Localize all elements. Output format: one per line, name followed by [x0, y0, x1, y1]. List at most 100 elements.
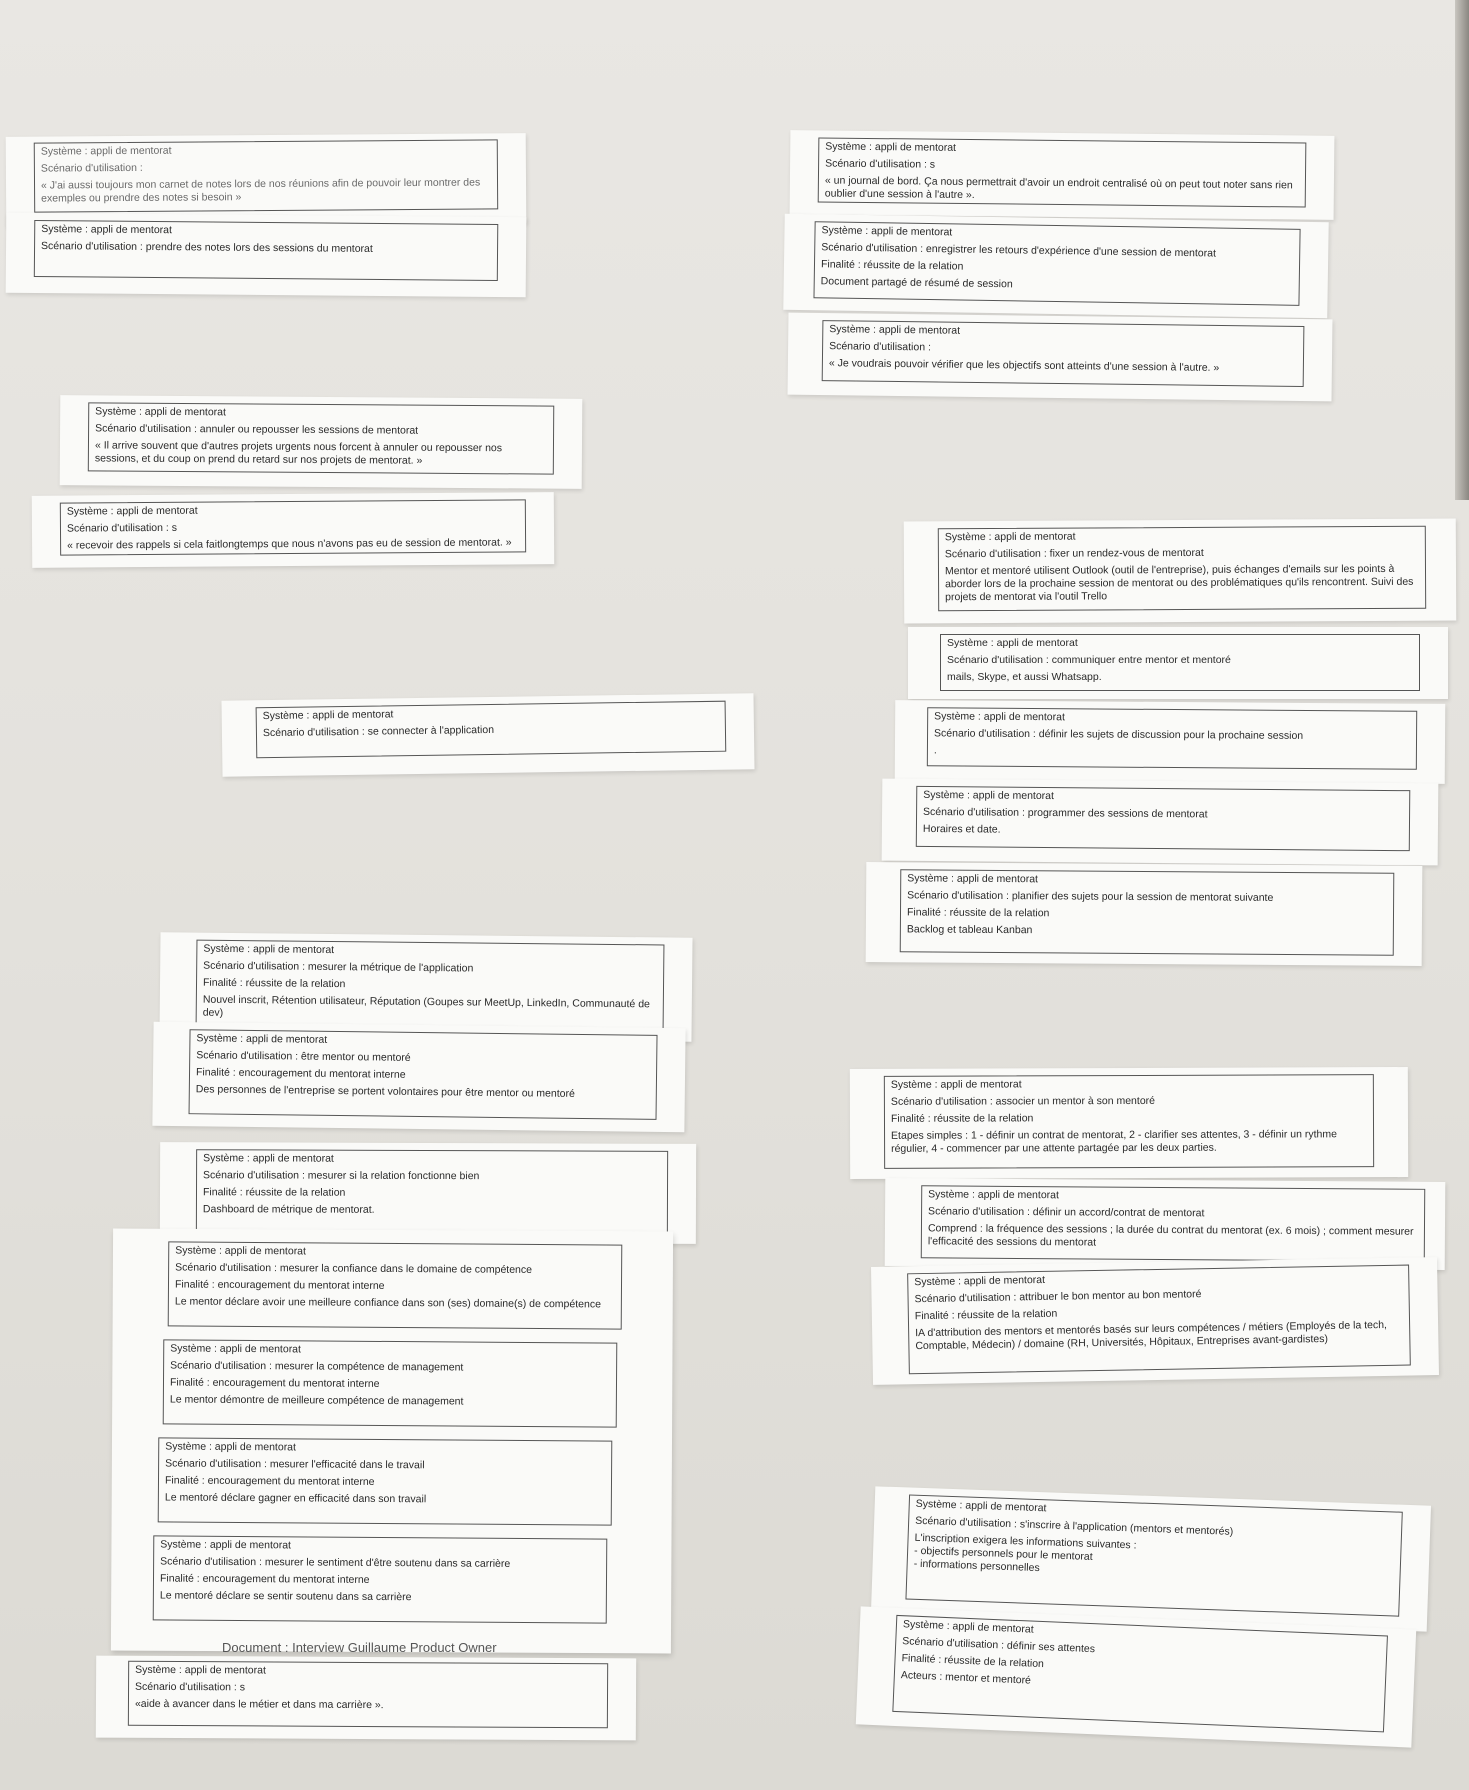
card-detail: Le mentor déclare avoir une meilleure co…: [174, 1295, 601, 1311]
card-scenario: Scénario d'utilisation : définir un acco…: [928, 1205, 1205, 1220]
card-detail: Backlog et tableau Kanban: [906, 923, 1033, 937]
card-efficiency[interactable]: Système : appli de mentorat Scénario d'u…: [129, 1430, 641, 1532]
card-system: Système : appli de mentorat: [40, 144, 172, 158]
card-detail: Finalité : encouragement du mentorat int…: [159, 1572, 370, 1586]
card-system: Système : appli de mentorat: [41, 223, 172, 237]
card-feedback[interactable]: Système : appli de mentorat Scénario d'u…: [783, 213, 1329, 319]
card-scenario: Scénario d'utilisation : s: [825, 157, 936, 171]
card-system: Système : appli de mentorat: [890, 1078, 1022, 1091]
card-detail: « Je voudrais pouvoir vérifier que les o…: [828, 357, 1220, 374]
card-detail: Mentor et mentoré utilisent Outlook (out…: [944, 562, 1414, 604]
card-detail: Document partagé de résumé de session: [820, 275, 1013, 291]
card-login[interactable]: Système : appli de mentorat Scénario d'u…: [221, 693, 755, 777]
card-system: Système : appli de mentorat: [934, 710, 1065, 724]
card-expectations[interactable]: Système : appli de mentorat Scénario d'u…: [855, 1606, 1417, 1748]
card-scenario: Scénario d'utilisation : être mentor ou …: [196, 1049, 411, 1064]
card-scenario: Scénario d'utilisation : fixer un rendez…: [944, 546, 1204, 561]
card-detail: mails, Skype, et aussi Whatsapp.: [947, 671, 1102, 683]
card-be-mentor[interactable]: Système : appli de mentorat Scénario d'u…: [152, 1021, 686, 1133]
card-discussion-topics[interactable]: Système : appli de mentorat Scénario d'u…: [894, 700, 1446, 784]
card-detail: Finalité : réussite de la relation: [202, 1186, 346, 1199]
card-career-support[interactable]: Système : appli de mentorat Scénario d'u…: [124, 1528, 636, 1632]
card-take-notes[interactable]: Système : appli de mentorat Scénario d'u…: [5, 212, 527, 298]
card-appointment[interactable]: Système : appli de mentorat Scénario d'u…: [903, 518, 1457, 624]
card-detail: Horaires et date.: [922, 822, 1001, 836]
card-system: Système : appli de mentorat: [928, 1188, 1059, 1202]
card-scenario: Scénario d'utilisation : mesurer l'effic…: [165, 1457, 425, 1472]
card-scenario: Scénario d'utilisation :: [829, 340, 931, 354]
card-scenario: Scénario d'utilisation : communiquer ent…: [947, 654, 1231, 666]
card-scenario: Scénario d'utilisation : mesurer si la r…: [203, 1169, 480, 1183]
card-career-quote[interactable]: Système : appli de mentorat Scénario d'u…: [95, 1655, 637, 1741]
card-detail: « recevoir des rappels si cela faitlongt…: [67, 536, 512, 552]
card-detail: .: [933, 744, 937, 757]
card-communicate[interactable]: Système : appli de mentorat Scénario d'u…: [908, 627, 1448, 699]
card-reminders[interactable]: Système : appli de mentorat Scénario d'u…: [31, 492, 555, 568]
card-scenario: Scénario d'utilisation :: [40, 161, 143, 175]
card-scenario: Scénario d'utilisation : mesurer la métr…: [203, 959, 474, 975]
card-detail: Finalité : encouragement du mentorat int…: [164, 1474, 375, 1488]
card-system: Système : appli de mentorat: [262, 708, 394, 723]
card-detail: Finalité : réussite de la relation: [202, 976, 346, 991]
card-system: Système : appli de mentorat: [829, 323, 961, 337]
card-system: Système : appli de mentorat: [825, 140, 957, 154]
card-logbook[interactable]: Système : appli de mentorat Scénario d'u…: [789, 130, 1335, 220]
card-system: Système : appli de mentorat: [203, 1152, 334, 1165]
card-contract[interactable]: Système : appli de mentorat Scénario d'u…: [884, 1178, 1446, 1270]
card-detail: Nouvel inscrit, Rétention utilisateur, R…: [202, 993, 650, 1019]
card-scenario: Scénario d'utilisation : planifier des s…: [907, 889, 1274, 904]
card-scenario: Scénario d'utilisation : mesurer le sent…: [160, 1555, 511, 1570]
card-scenario: Scénario d'utilisation : mesurer la conf…: [175, 1261, 533, 1276]
card-scenario: Scénario d'utilisation : s: [66, 521, 178, 535]
card-system: Système : appli de mentorat: [907, 872, 1039, 886]
card-detail: Finalité : encouragement du mentorat int…: [195, 1066, 406, 1081]
card-match-mentor[interactable]: Système : appli de mentorat Scénario d'u…: [849, 1067, 1409, 1179]
card-management[interactable]: Système : appli de mentorat Scénario d'u…: [134, 1332, 646, 1434]
card-system: Système : appli de mentorat: [196, 1032, 328, 1046]
card-detail: Etapes simples : 1 - définir un contrat …: [891, 1128, 1337, 1155]
card-system: Système : appli de mentorat: [203, 942, 335, 957]
card-detail: Comprend : la fréquence des sessions ; l…: [927, 1222, 1414, 1249]
document-caption: Document : Interview Guillaume Product O…: [222, 1640, 497, 1655]
card-detail: Des personnes de l'entreprise se portent…: [195, 1083, 575, 1100]
card-detail: « un journal de bord. Ça nous permettrai…: [824, 174, 1293, 202]
card-system: Système : appli de mentorat: [947, 637, 1078, 649]
card-detail: « J'ai aussi toujours mon carnet de note…: [40, 176, 481, 205]
card-goals-check[interactable]: Système : appli de mentorat Scénario d'u…: [787, 312, 1333, 402]
card-detail: Le mentor démontre de meilleure compéten…: [169, 1393, 464, 1408]
card-scenario: Scénario d'utilisation : définir les suj…: [934, 727, 1304, 742]
board-edge: [1455, 0, 1469, 500]
card-scenario: Scénario d'utilisation : mesurer la comp…: [170, 1359, 464, 1374]
card-detail: Le mentoré déclare gagner en efficacité …: [164, 1491, 427, 1506]
card-detail: «aide à avancer dans le métier et dans m…: [134, 1697, 384, 1712]
card-scenario: Scénario d'utilisation : annuler ou repo…: [95, 422, 419, 437]
card-detail: IA d'attribution des mentors et mentorés…: [915, 1318, 1388, 1353]
card-system: Système : appli de mentorat: [165, 1440, 297, 1454]
card-system: Système : appli de mentorat: [944, 530, 1076, 544]
card-detail: Finalité : réussite de la relation: [890, 1112, 1034, 1125]
card-detail: « Il arrive souvent que d'autres projets…: [94, 439, 503, 467]
card-system: Système : appli de mentorat: [160, 1538, 292, 1552]
card-detail: Le mentoré déclare se sentir soutenu dan…: [159, 1589, 412, 1604]
card-cancel-sessions[interactable]: Système : appli de mentorat Scénario d'u…: [59, 395, 583, 489]
card-detail: Finalité : réussite de la relation: [906, 906, 1050, 920]
card-system: Système : appli de mentorat: [135, 1663, 266, 1677]
card-ai-matching[interactable]: Système : appli de mentorat Scénario d'u…: [871, 1257, 1439, 1385]
card-detail: Finalité : encouragement du mentorat int…: [174, 1278, 385, 1292]
card-detail: Finalité : encouragement du mentorat int…: [169, 1376, 380, 1390]
card-system: Système : appli de mentorat: [170, 1342, 302, 1356]
card-detail: Dashboard de métrique de mentorat.: [202, 1203, 375, 1216]
card-scenario: Scénario d'utilisation : s: [135, 1680, 246, 1694]
card-confidence[interactable]: Système : appli de mentorat Scénario d'u…: [139, 1234, 651, 1336]
card-scenario: Scénario d'utilisation : programmer des …: [923, 805, 1208, 821]
card-system: Système : appli de mentorat: [95, 405, 226, 419]
card-schedule[interactable]: Système : appli de mentorat Scénario d'u…: [881, 778, 1439, 866]
card-system: Système : appli de mentorat: [66, 504, 198, 518]
card-scenario: Scénario d'utilisation : se connecter à …: [262, 723, 495, 740]
card-system: Système : appli de mentorat: [923, 788, 1055, 803]
card-plan-topics[interactable]: Système : appli de mentorat Scénario d'u…: [865, 862, 1423, 966]
card-scenario: Scénario d'utilisation : associer un men…: [890, 1094, 1156, 1108]
card-system: Système : appli de mentorat: [175, 1244, 307, 1258]
card-scenario: Scénario d'utilisation : prendre des not…: [41, 240, 373, 255]
